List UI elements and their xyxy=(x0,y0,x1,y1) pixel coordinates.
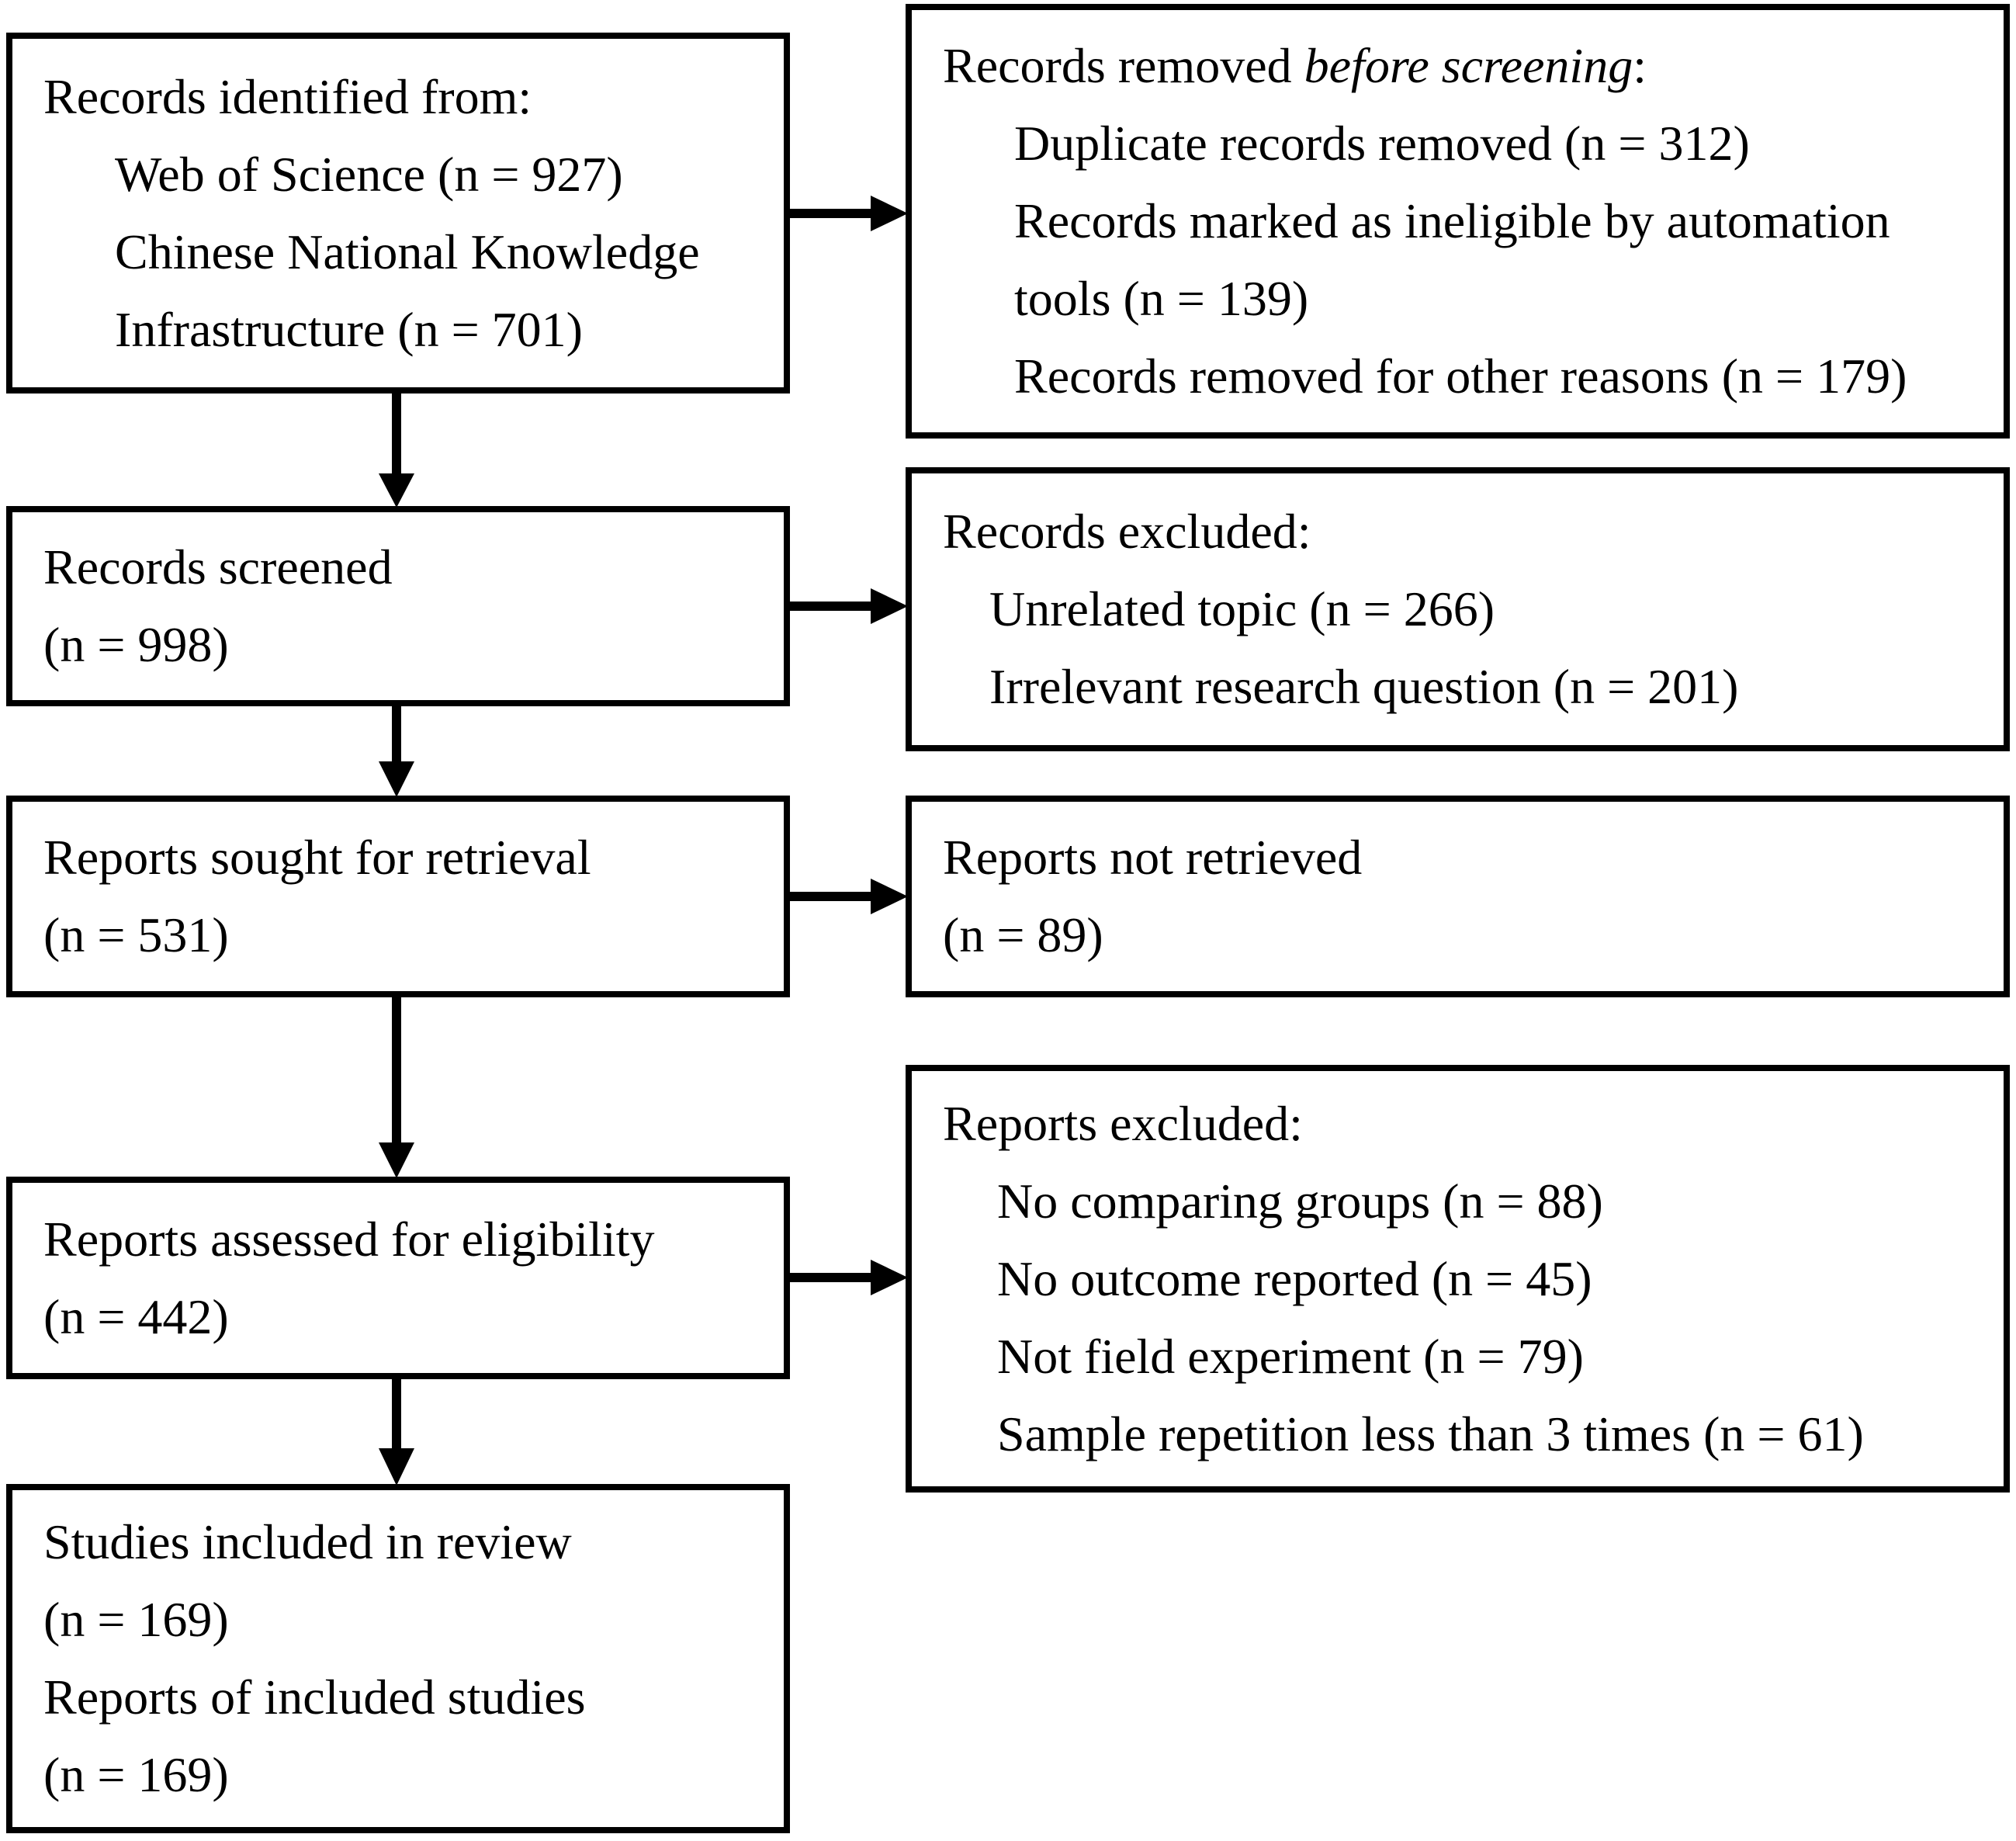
arrow-screened-to-sought xyxy=(379,703,414,797)
records-removed-title-prefix: Records removed xyxy=(943,38,1304,93)
reports-included-count: (n = 169) xyxy=(43,1747,229,1802)
reports-sought-box: Reports sought for retrieval (n = 531) xyxy=(6,796,790,997)
arrow-head xyxy=(871,1260,908,1295)
sample-repetition-item: Sample repetition less than 3 times (n =… xyxy=(997,1406,1864,1461)
no-outcome-item: No outcome reported (n = 45) xyxy=(997,1250,1592,1306)
studies-included-label: Studies included in review xyxy=(43,1514,572,1569)
records-identified-box: Records identified from: Web of Science … xyxy=(6,33,790,394)
records-screened-count: (n = 998) xyxy=(43,617,229,672)
arrow-assessed-to-included xyxy=(379,1376,414,1486)
records-excluded-box: Records excluded: Unrelated topic (n = 2… xyxy=(906,467,2010,751)
arrow-identified-to-removed xyxy=(785,196,908,231)
reports-excluded-box: Reports excluded: No comparing groups (n… xyxy=(906,1065,2010,1493)
arrow-head xyxy=(379,1142,414,1178)
duplicate-records-item: Duplicate records removed (n = 312) xyxy=(1014,116,1750,171)
records-excluded-title: Records excluded: xyxy=(943,504,1311,559)
arrow-assessed-to-reports-excluded xyxy=(785,1260,908,1295)
arrow-sought-to-assessed xyxy=(379,994,414,1178)
records-screened-box: Records screened (n = 998) xyxy=(6,506,790,706)
records-removed-before-screening-box: Records removed before screening: Duplic… xyxy=(906,4,2010,439)
reports-not-retrieved-box: Reports not retrieved (n = 89) xyxy=(906,796,2010,997)
reports-not-retrieved-label: Reports not retrieved xyxy=(943,830,1363,885)
no-comparing-groups-item: No comparing groups (n = 88) xyxy=(997,1173,1603,1229)
arrow-sought-to-not-retrieved xyxy=(785,879,908,914)
reports-included-label: Reports of included studies xyxy=(43,1669,586,1725)
irrelevant-question-item: Irrelevant research question (n = 201) xyxy=(989,659,1739,714)
reports-assessed-label: Reports assessed for eligibility xyxy=(43,1211,655,1267)
arrow-head xyxy=(871,588,908,624)
source-cnki-line1: Chinese National Knowledge xyxy=(115,224,700,279)
reports-assessed-count: (n = 442) xyxy=(43,1288,229,1344)
arrow-identified-to-screened xyxy=(379,390,414,508)
reports-not-retrieved-count: (n = 89) xyxy=(943,907,1103,962)
reports-assessed-box: Reports assessed for eligibility (n = 44… xyxy=(6,1177,790,1379)
arrow-head xyxy=(871,879,908,914)
reports-sought-label: Reports sought for retrieval xyxy=(43,830,591,885)
automation-ineligible-item-line2: tools (n = 139) xyxy=(1014,271,1309,326)
reports-excluded-title: Reports excluded: xyxy=(943,1095,1303,1151)
arrow-screened-to-excluded xyxy=(785,588,908,624)
other-reasons-item: Records removed for other reasons (n = 1… xyxy=(1014,348,1907,404)
source-cnki-line2: Infrastructure (n = 701) xyxy=(115,301,583,357)
arrow-head xyxy=(379,761,414,797)
studies-included-box: Studies included in review (n = 169) Rep… xyxy=(6,1484,790,1833)
records-removed-title-suffix: : xyxy=(1633,38,1647,93)
records-removed-title-italic: before screening xyxy=(1304,38,1633,93)
records-identified-title: Records identified from: xyxy=(43,68,532,124)
arrow-head xyxy=(871,196,908,231)
arrow-head xyxy=(379,473,414,508)
records-screened-label: Records screened xyxy=(43,539,393,595)
source-web-of-science: Web of Science (n = 927) xyxy=(115,146,623,202)
records-removed-title: Records removed before screening: xyxy=(943,27,1988,105)
studies-included-count: (n = 169) xyxy=(43,1592,229,1647)
reports-sought-count: (n = 531) xyxy=(43,907,229,962)
not-field-experiment-item: Not field experiment (n = 79) xyxy=(997,1328,1584,1384)
unrelated-topic-item: Unrelated topic (n = 266) xyxy=(989,581,1495,636)
automation-ineligible-item-line1: Records marked as ineligible by automati… xyxy=(1014,193,1890,248)
arrow-head xyxy=(379,1448,414,1486)
